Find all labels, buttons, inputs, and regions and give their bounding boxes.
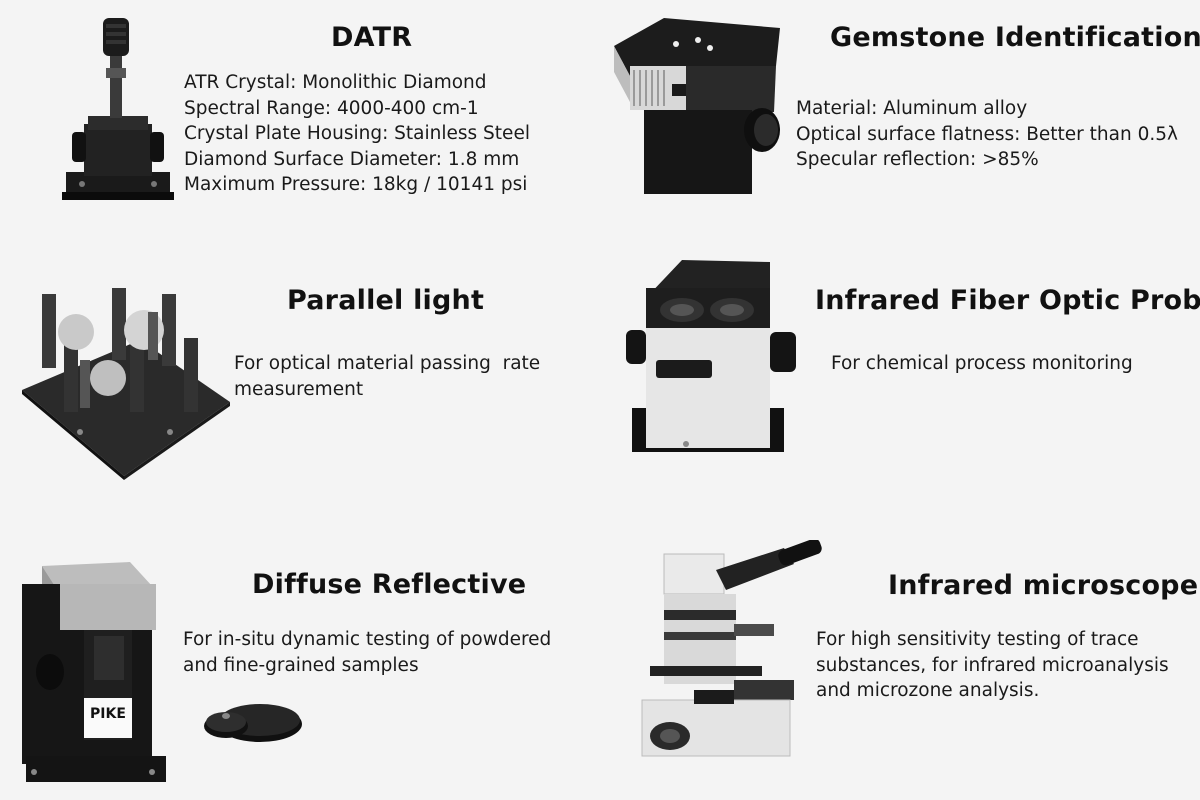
microscope-specs: For high sensitivity testing of trace su… (816, 627, 1169, 704)
spec-line: measurement (234, 378, 364, 400)
diffuse-reflective-title: Diffuse Reflective (252, 569, 527, 600)
spec-line: substances, for infrared microanalysis (816, 654, 1169, 676)
gemstone-accessory-image (610, 14, 786, 198)
spec-line: Specular reflection: >85% (796, 149, 1039, 170)
spec-line: For high sensitivity testing of trace (816, 629, 1139, 650)
microscope-title: Infrared microscope (888, 570, 1199, 601)
spec-line: ATR Crystal: Monolithic Diamond (184, 72, 487, 93)
spec-line: and microzone analysis. (816, 680, 1040, 701)
fiber-probe-specs: For chemical process monitoring (831, 351, 1133, 377)
diffuse-reflective-specs: For in-situ dynamic testing of powdered … (183, 627, 551, 678)
sample-cup-image (200, 690, 304, 750)
parallel-light-title: Parallel light (287, 285, 485, 316)
diffuse-reflective-accessory-image: PIKE (20, 560, 170, 786)
spec-line: and fine-grained samples (183, 654, 419, 676)
spec-line: Maximum Pressure: 18kg / 10141 psi (184, 174, 528, 195)
parallel-light-accessory-image (20, 282, 232, 480)
gemstone-title: Gemstone Identification (830, 22, 1200, 53)
datr-title: DATR (331, 22, 413, 53)
spec-line: Spectral Range: 4000-400 cm-1 (184, 97, 479, 119)
spec-line: For chemical process monitoring (831, 353, 1133, 374)
parallel-light-specs: For optical material passing rate measur… (234, 351, 540, 402)
spec-line: Material: Aluminum alloy (796, 98, 1028, 119)
spec-line: Optical surface flatness: Better than 0.… (796, 123, 1178, 145)
microscope-image (634, 538, 834, 776)
spec-line: Crystal Plate Housing: Stainless Steel (184, 123, 530, 144)
gemstone-specs: Material: Aluminum alloy Optical surface… (796, 96, 1178, 173)
datr-accessory-image (62, 12, 174, 202)
spec-line: Diamond Surface Diameter: 1.8 mm (184, 148, 520, 170)
pike-logo: PIKE (90, 706, 126, 722)
spec-line: For in-situ dynamic testing of powdered (183, 629, 552, 650)
datr-specs: ATR Crystal: Monolithic Diamond Spectral… (184, 70, 530, 198)
spec-line: For optical material passing rate (234, 353, 541, 374)
fiber-probe-title: Infrared Fiber Optic Probe (815, 285, 1200, 316)
fiber-probe-accessory-image (624, 258, 800, 458)
